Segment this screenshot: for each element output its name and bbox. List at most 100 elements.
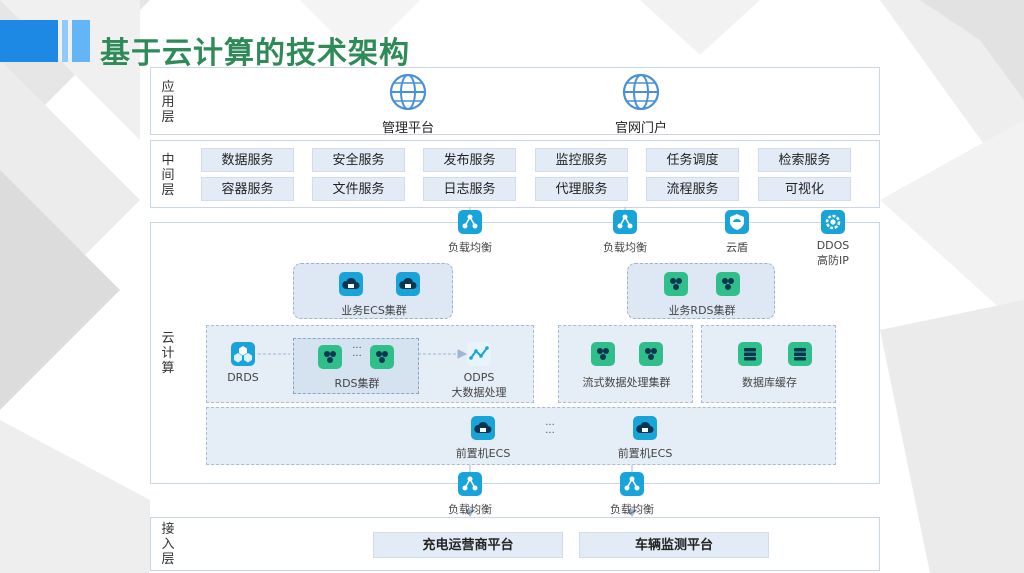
load-balancer-node[interactable]: 负载均衡: [440, 210, 500, 255]
node-label: 大数据处理: [451, 386, 507, 399]
rds-cluster[interactable]: ······ RDS集群: [293, 338, 419, 394]
drds-node[interactable]: DRDS: [221, 342, 265, 384]
cluster-label: 流式数据处理集群: [582, 376, 671, 389]
load-balancer-node[interactable]: 负载均衡: [440, 472, 500, 517]
cluster-label: 数据库缓存: [742, 376, 797, 389]
layer-label: 云计算: [161, 331, 175, 376]
node-label: 负载均衡: [448, 241, 492, 254]
database-cache-cluster[interactable]: 数据库缓存: [701, 325, 836, 403]
access-layer: 接入层 充电运营商平台 车辆监测平台: [150, 517, 880, 571]
layer-label: 接入层: [161, 522, 175, 567]
cache-icon: [788, 342, 812, 366]
ddos-protection-node[interactable]: DDOS 高防IP: [805, 210, 861, 268]
management-platform-node[interactable]: 管理平台: [373, 72, 443, 136]
middle-layer: 中间层 数据服务 安全服务 发布服务 监控服务 任务调度 检索服务 容器服务 文…: [150, 140, 880, 208]
rds-instance: [318, 345, 342, 372]
cloud-server-icon: [396, 272, 420, 296]
front-ecs-group: 前置机ECS ······ 前置机ECS: [206, 407, 836, 465]
cache-icon: [738, 342, 762, 366]
layer-label: 中间层: [161, 153, 175, 198]
node-label: 官网门户: [614, 121, 667, 136]
application-layer: 应用层 管理平台 官网门户: [150, 67, 880, 136]
service-file[interactable]: 文件服务: [312, 177, 405, 201]
ecs-cluster[interactable]: 业务ECS集群: [293, 263, 453, 319]
shield-icon: [725, 210, 749, 234]
node-label: DRDS: [227, 371, 259, 384]
data-processing-group: DRDS ······ RDS集群 ODPS 大数据处理: [206, 325, 534, 403]
database-icon: [716, 272, 740, 296]
cloud-server-icon: [633, 416, 657, 440]
service-security[interactable]: 安全服务: [312, 148, 405, 172]
title-accent-bar: [0, 20, 58, 62]
load-balancer-icon: [458, 472, 482, 496]
service-scheduling[interactable]: 任务调度: [646, 148, 739, 172]
node-label: 前置机ECS: [455, 447, 511, 460]
cache-instance: [738, 342, 762, 369]
vehicle-monitoring-platform[interactable]: 车辆监测平台: [579, 532, 769, 558]
rds-instance: [664, 272, 688, 299]
odps-node[interactable]: ODPS 大数据处理: [443, 342, 515, 400]
node-label: DDOS: [816, 239, 850, 252]
cloud-server-icon: [471, 416, 495, 440]
cloud-server-icon: [339, 272, 363, 296]
service-visualization[interactable]: 可视化: [758, 177, 851, 201]
globe-icon: [389, 73, 427, 111]
node-label: 负载均衡: [603, 241, 647, 254]
layer-label: 应用层: [161, 80, 175, 125]
node-label: ODPS: [463, 371, 495, 384]
service-monitor[interactable]: 监控服务: [535, 148, 628, 172]
load-balancer-icon: [458, 210, 482, 234]
title-accent-bar: [72, 20, 90, 62]
distributed-db-icon: [231, 342, 255, 366]
cache-instance: [788, 342, 812, 369]
page-title: 基于云计算的技术架构: [100, 36, 410, 71]
gear-icon: [821, 210, 845, 234]
globe-icon: [622, 73, 660, 111]
stream-instance: [591, 342, 615, 369]
ellipsis: ······: [545, 420, 555, 439]
ecs-instance: [339, 272, 363, 299]
cluster-label: 业务ECS集群: [341, 304, 407, 317]
cloud-layer: 云计算 业务ECS集群 业务RDS集群: [150, 222, 880, 484]
front-ecs-node[interactable]: 前置机ECS: [443, 416, 523, 461]
node-label: 负载均衡: [610, 503, 654, 516]
stream-instance: [639, 342, 663, 369]
service-log[interactable]: 日志服务: [423, 177, 516, 201]
charging-operator-platform[interactable]: 充电运营商平台: [373, 532, 563, 558]
ecs-instance: [396, 272, 420, 299]
cluster-label: RDS集群: [334, 377, 380, 390]
node-label: 前置机ECS: [617, 447, 673, 460]
cloud-shield-node[interactable]: 云盾: [712, 210, 762, 255]
node-label: 负载均衡: [448, 503, 492, 516]
service-workflow[interactable]: 流程服务: [646, 177, 739, 201]
ellipsis: ······: [352, 343, 362, 362]
database-icon: [591, 342, 615, 366]
title-accent-bar: [62, 20, 68, 62]
service-search[interactable]: 检索服务: [758, 148, 851, 172]
database-icon: [370, 345, 394, 369]
rds-instance: [716, 272, 740, 299]
database-icon: [639, 342, 663, 366]
service-publish[interactable]: 发布服务: [423, 148, 516, 172]
stream-processing-cluster[interactable]: 流式数据处理集群: [558, 325, 693, 403]
load-balancer-node[interactable]: 负载均衡: [595, 210, 655, 255]
node-label: 管理平台: [381, 121, 434, 136]
node-label: 高防IP: [817, 254, 849, 267]
rds-instance: [370, 345, 394, 372]
load-balancer-icon: [613, 210, 637, 234]
business-rds-cluster[interactable]: 业务RDS集群: [627, 263, 775, 319]
database-icon: [318, 345, 342, 369]
load-balancer-icon: [620, 472, 644, 496]
analytics-icon: [467, 342, 491, 366]
service-data[interactable]: 数据服务: [201, 148, 294, 172]
front-ecs-node[interactable]: 前置机ECS: [605, 416, 685, 461]
load-balancer-node[interactable]: 负载均衡: [602, 472, 662, 517]
cluster-label: 业务RDS集群: [668, 304, 736, 317]
service-container[interactable]: 容器服务: [201, 177, 294, 201]
database-icon: [664, 272, 688, 296]
service-proxy[interactable]: 代理服务: [535, 177, 628, 201]
node-label: 云盾: [726, 241, 748, 254]
official-portal-node[interactable]: 官网门户: [606, 72, 676, 136]
